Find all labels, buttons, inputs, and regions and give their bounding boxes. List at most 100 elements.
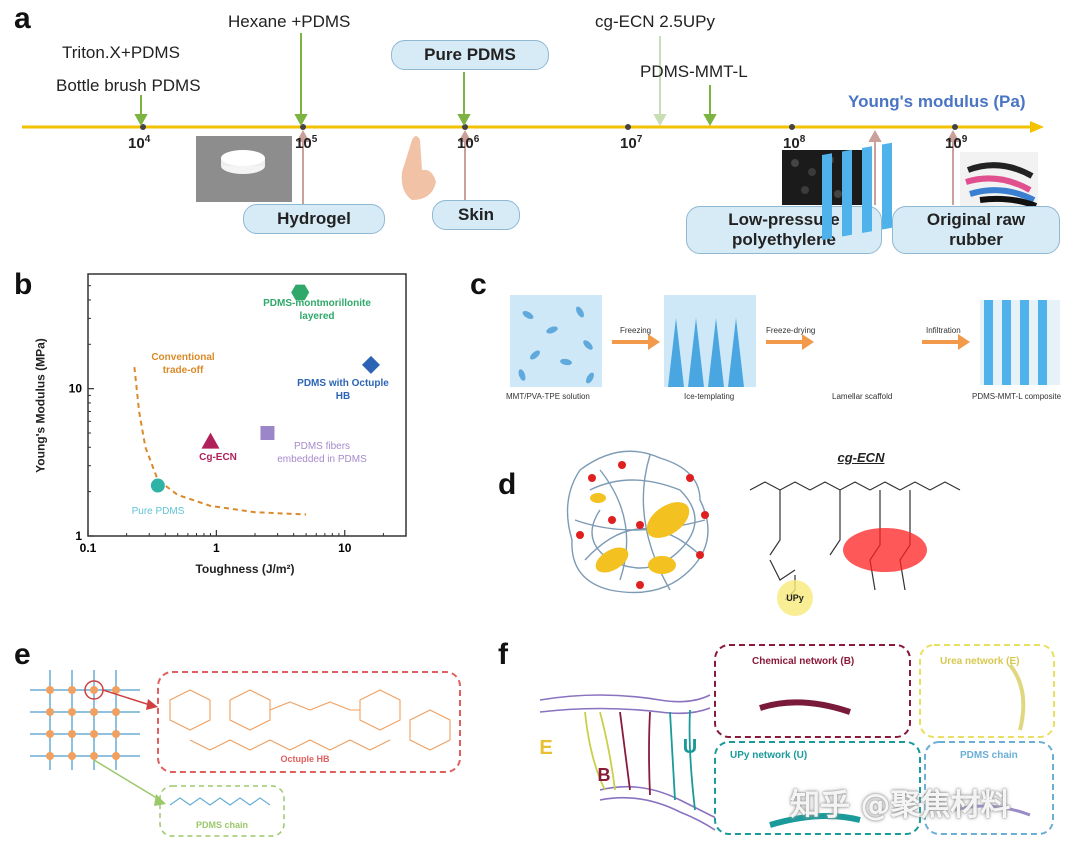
label-line: PDMS fibers	[293, 441, 351, 452]
octuple-box	[157, 671, 461, 773]
label-bottle-brush: Bottle brush PDMS	[56, 76, 201, 95]
letter-u: U	[682, 736, 698, 758]
label-tradeoff: Conventional trade-off	[128, 352, 238, 377]
urea-band	[1008, 663, 1026, 731]
pdms-band	[954, 804, 1031, 817]
step-label-solution: MMT/PVA-TPE solution	[506, 392, 590, 401]
step-label-lamellar: Lamellar scaffold	[832, 392, 893, 401]
letter-b: B	[597, 765, 611, 785]
panel-d-label: d	[498, 468, 517, 501]
chemical-network-title: Chemical network (B)	[752, 656, 855, 667]
step3-lamellar-scaffold	[822, 142, 892, 241]
label-mmt-point: PDMS-montmorillonite layered	[232, 298, 402, 323]
upy-clusters	[590, 493, 690, 574]
upy-label: UPy	[786, 593, 804, 603]
tick-dot	[789, 124, 795, 130]
letter-e: E	[539, 737, 553, 759]
chemical-network-box	[714, 644, 911, 738]
zoom-arrow-octuple	[102, 689, 151, 706]
tick-dot	[140, 124, 146, 130]
upy-network-title: UPy network (U)	[730, 750, 808, 761]
step2-ice-templating	[664, 295, 756, 387]
data-point-pdms-montmorillonite-layered	[291, 284, 310, 301]
upy-network-box	[714, 741, 921, 835]
panel-c-label: c	[470, 268, 487, 301]
urea-network-title: Urea network (E)	[940, 656, 1020, 667]
tick-dot	[625, 124, 631, 130]
x-tick-label: 0.1	[80, 541, 97, 555]
step-label-ice: Ice-templating	[684, 392, 735, 401]
tick-dot	[300, 124, 306, 130]
finger-photo	[395, 136, 440, 200]
label-fibers-point: PDMS fibers embedded in PDMS	[252, 441, 392, 466]
pill-original-raw-rubber: Original raw rubber	[892, 206, 1060, 254]
label-line: layered	[299, 310, 335, 322]
tick-label-1e7: 107	[620, 134, 643, 152]
timeline-arrowhead	[1030, 121, 1044, 133]
plot-frame	[87, 273, 407, 537]
step-label-composite: PDMS-MMT-L composite	[972, 392, 1062, 401]
label-line: trade-off	[162, 364, 204, 376]
label-mmt: PDMS-MMT-L	[640, 62, 748, 81]
pdms-chain-structure	[169, 797, 271, 806]
network-sheet	[539, 694, 721, 831]
tick-label-1e5: 105	[295, 134, 318, 152]
pill-line: rubber	[949, 230, 1003, 249]
label-line: PDMS-montmorillonite	[263, 298, 371, 309]
crosslinks	[576, 461, 709, 589]
panel-b-label: b	[14, 268, 33, 301]
trade-off-curve	[133, 366, 307, 516]
step1-solution	[510, 295, 602, 387]
chemical-band	[759, 699, 851, 715]
label-octuple-point: PDMS with Octuple HB	[278, 378, 408, 403]
label-pure-pdms-point: Pure PDMS	[131, 506, 185, 517]
label-triton: Triton.X+PDMS	[62, 43, 180, 62]
process-arrows	[612, 334, 970, 350]
tick-label-1e8: 108	[783, 134, 806, 152]
zoom-arrow-chain	[93, 759, 161, 801]
tick-label-1e6: 106	[457, 134, 480, 152]
label-line: HB	[335, 390, 351, 402]
hydrogel-photo	[196, 136, 292, 202]
label-hexane: Hexane +PDMS	[228, 12, 351, 31]
pdms-chain-box	[159, 785, 285, 837]
watermark: 知乎 @聚焦材料	[790, 788, 1011, 823]
arrow-label-freeze-drying: Freeze-drying	[766, 326, 816, 335]
y-tick-label: 10	[69, 382, 83, 396]
data-point-pdms-with-octuple-hb	[361, 355, 380, 374]
data-point-cg-ecn	[201, 432, 220, 449]
highlight-red	[843, 528, 927, 572]
pill-line: Original raw	[926, 209, 1026, 229]
highlight-upy	[777, 580, 813, 616]
cg-ecn-title: cg-ECN	[837, 450, 885, 465]
arrow-label-infiltration: Infiltration	[926, 326, 961, 335]
pill-low-pressure-polyethylene: Low-pressure polyethylene	[686, 206, 882, 254]
pill-pure-pdms: Pure PDMS	[391, 40, 549, 70]
upy-band	[769, 813, 861, 828]
label-line: Conventional	[151, 352, 215, 363]
grid-nodes	[46, 686, 120, 760]
tick-dot	[952, 124, 958, 130]
label-line: PDMS with Octuple	[297, 378, 389, 389]
rubber-photo	[960, 152, 1038, 209]
urea-network-box	[919, 644, 1055, 738]
tick-label-1e4: 104	[128, 134, 151, 152]
octuple-hb-label: Octuple HB	[280, 754, 330, 764]
panel-f-label: f	[498, 638, 508, 671]
axis-title-youngs-modulus: Young's modulus (Pa)	[848, 92, 1026, 111]
x-tick-label: 10	[338, 541, 352, 555]
pill-line: Low-pressure	[728, 209, 840, 229]
pill-hydrogel: Hydrogel	[243, 204, 385, 234]
pill-line: polyethylene	[732, 230, 836, 249]
x-axis-title: Toughness (J/m²)	[195, 562, 295, 576]
pdms-chain-title-f: PDMS chain	[960, 750, 1018, 761]
octuple-structure	[169, 689, 451, 751]
panel-a-label: a	[14, 2, 31, 35]
data-point-pdms-fibers-embedded-in-pdms	[260, 426, 275, 441]
label-cg-ecn: cg-ECN 2.5UPy	[595, 12, 715, 31]
